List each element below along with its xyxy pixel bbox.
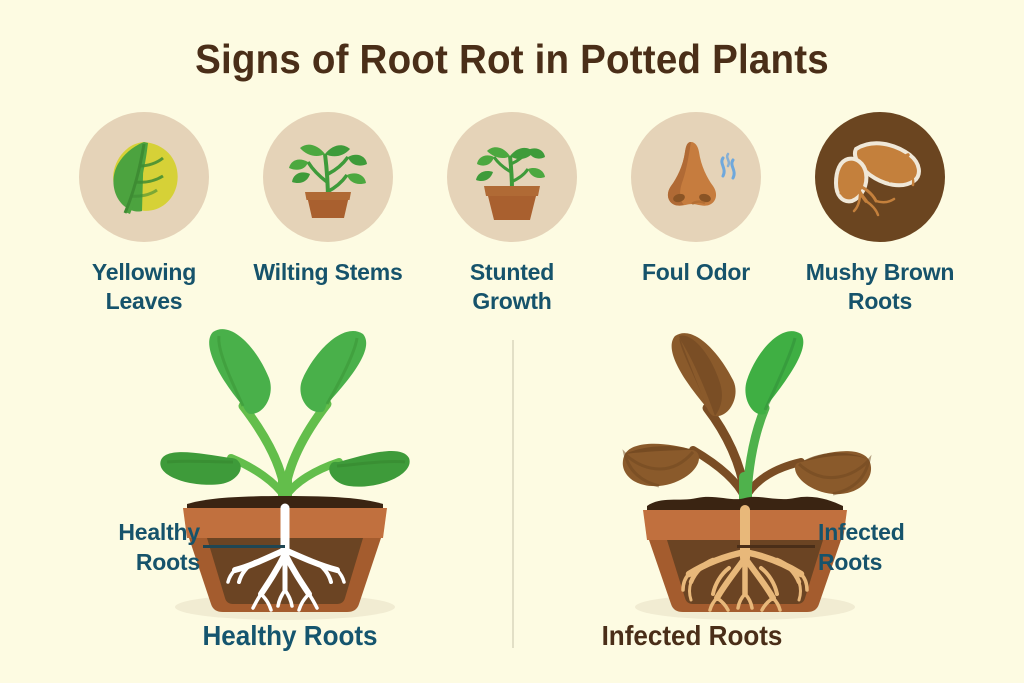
comparison-divider <box>512 340 514 648</box>
healthy-potted-plant-illustration <box>160 329 410 620</box>
yellowing-leaf-icon <box>113 142 178 214</box>
sign-label-line-1: Foul Odor <box>641 259 751 285</box>
sign-label-line-1: Mushy Brown <box>805 259 955 285</box>
callout-line-2: Roots <box>135 548 200 575</box>
sign-label: Wilting Stems <box>253 258 402 287</box>
callout-healthy-roots: Healthy Roots <box>60 518 200 578</box>
mushy-brown-roots-icon <box>833 141 921 217</box>
sign-item-mushy-brown-roots[interactable]: Mushy Brown Roots <box>788 112 972 317</box>
callout-leader-line-infected <box>737 545 815 548</box>
callout-leader-line-healthy <box>203 545 285 548</box>
sign-label-line-1: Wilting Stems <box>253 259 403 285</box>
sign-label-line-2: Leaves <box>105 288 183 315</box>
page-title: Signs of Root Rot in Potted Plants <box>195 36 829 82</box>
sign-item-wilting-stems[interactable]: Wilting Stems <box>236 112 420 287</box>
sign-label-line-1: Yellowing <box>91 259 197 285</box>
sign-label: Mushy Brown Roots <box>806 258 955 317</box>
callout-infected-roots: Infected Roots <box>818 518 988 578</box>
sign-label: Yellowing Leaves <box>92 258 196 317</box>
sign-item-foul-odor[interactable]: Foul Odor <box>604 112 788 287</box>
callout-line-2: Roots <box>818 548 883 575</box>
callout-line-1: Infected <box>818 519 905 545</box>
sign-item-stunted-growth[interactable]: Stunted Growth <box>420 112 604 317</box>
wilting-plant-icon <box>289 144 367 218</box>
infected-potted-plant-illustration <box>622 331 872 620</box>
healthy-plant-panel <box>70 322 500 620</box>
icon-circle-background <box>447 112 577 242</box>
sign-label-line-2: Growth <box>472 288 552 315</box>
sign-item-yellowing-leaves[interactable]: Yellowing Leaves <box>52 112 236 317</box>
infected-plant-panel <box>530 322 960 620</box>
callout-line-1: Healthy <box>118 519 200 545</box>
icon-circle-background <box>631 112 761 242</box>
stunted-plant-icon <box>476 147 545 220</box>
sign-label-line-2: Roots <box>847 288 913 315</box>
caption-infected-roots: Infected Roots <box>601 620 783 651</box>
icon-circle-background <box>263 112 393 242</box>
sign-label: Foul Odor <box>642 258 750 287</box>
signs-icon-row: Yellowing Leaves <box>52 112 972 317</box>
sign-label: Stunted Growth <box>470 258 554 317</box>
icon-circle-background <box>79 112 209 242</box>
sign-label-line-1: Stunted <box>469 259 555 285</box>
icon-circle-background <box>815 112 945 242</box>
nose-odor-icon <box>667 142 736 206</box>
caption-healthy-roots: Healthy Roots <box>202 620 378 651</box>
